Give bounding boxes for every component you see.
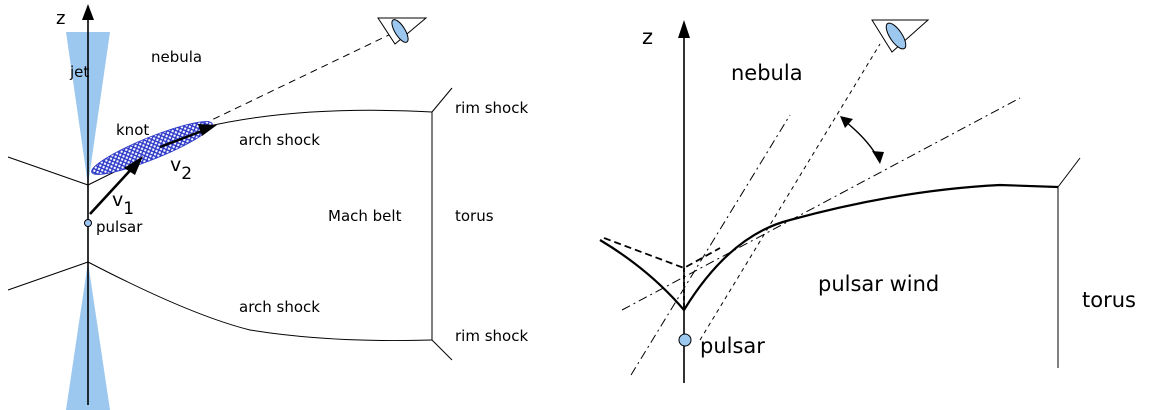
eye-icon [871, 19, 930, 53]
v1-arrow [89, 162, 138, 215]
label-jet: jet [69, 63, 89, 81]
arch-shock-top [87, 109, 433, 186]
label-pulsar-wind: pulsar wind [818, 272, 939, 296]
label-pulsar-right: pulsar [700, 334, 765, 358]
z-axis-label-right: z [642, 25, 653, 49]
rim-shock-top-line [431, 87, 453, 113]
right-panel: z nebula pulsar wind torus pulsar [599, 19, 1136, 383]
arch-shock-top-left-branch [7, 156, 89, 186]
z-axis-left-arrowhead [82, 4, 94, 20]
dashed-shock-curve [603, 237, 721, 269]
label-rim-shock-bottom: rim shock [455, 327, 528, 345]
knot-shape [91, 121, 213, 175]
rim-shock-bottom-line [431, 339, 453, 361]
label-pulsar-left: pulsar [96, 218, 143, 236]
tangent-line-shallow [621, 97, 1021, 311]
v1-arrowhead [124, 156, 143, 175]
pulsar-dot-left [84, 219, 92, 227]
label-arch-shock-top: arch shock [239, 131, 320, 149]
label-arch-shock-bottom: arch shock [239, 298, 320, 316]
arch-shock-bottom-left-branch [7, 261, 89, 291]
pulsar-dot-right [678, 333, 692, 347]
label-v2: v2 [170, 154, 192, 184]
label-torus-left: torus [455, 207, 494, 225]
shock-curve [599, 183, 1059, 312]
label-mach-belt: Mach belt [328, 207, 402, 225]
eye-icon [377, 17, 428, 45]
label-torus-right: torus [1082, 288, 1136, 312]
angle-arrowhead-top [840, 116, 853, 128]
torus-rim-line [1057, 157, 1081, 188]
v2-arrowhead [198, 124, 217, 136]
z-axis-right-arrowhead [678, 20, 690, 38]
arch-shock-bottom [87, 261, 433, 342]
z-axis-label-left: z [56, 8, 65, 29]
left-panel: z jet nebula knot arch shock v2 v1 p [7, 4, 528, 410]
angle-arrowhead-bottom [872, 151, 884, 164]
label-nebula-right: nebula [731, 61, 803, 85]
label-v1: v1 [112, 189, 134, 219]
tangent-line-steep [630, 114, 791, 376]
label-nebula-left: nebula [151, 48, 202, 66]
label-rim-shock-top: rim shock [455, 99, 528, 117]
label-knot: knot [116, 121, 149, 139]
line-of-sight-right [699, 43, 881, 341]
